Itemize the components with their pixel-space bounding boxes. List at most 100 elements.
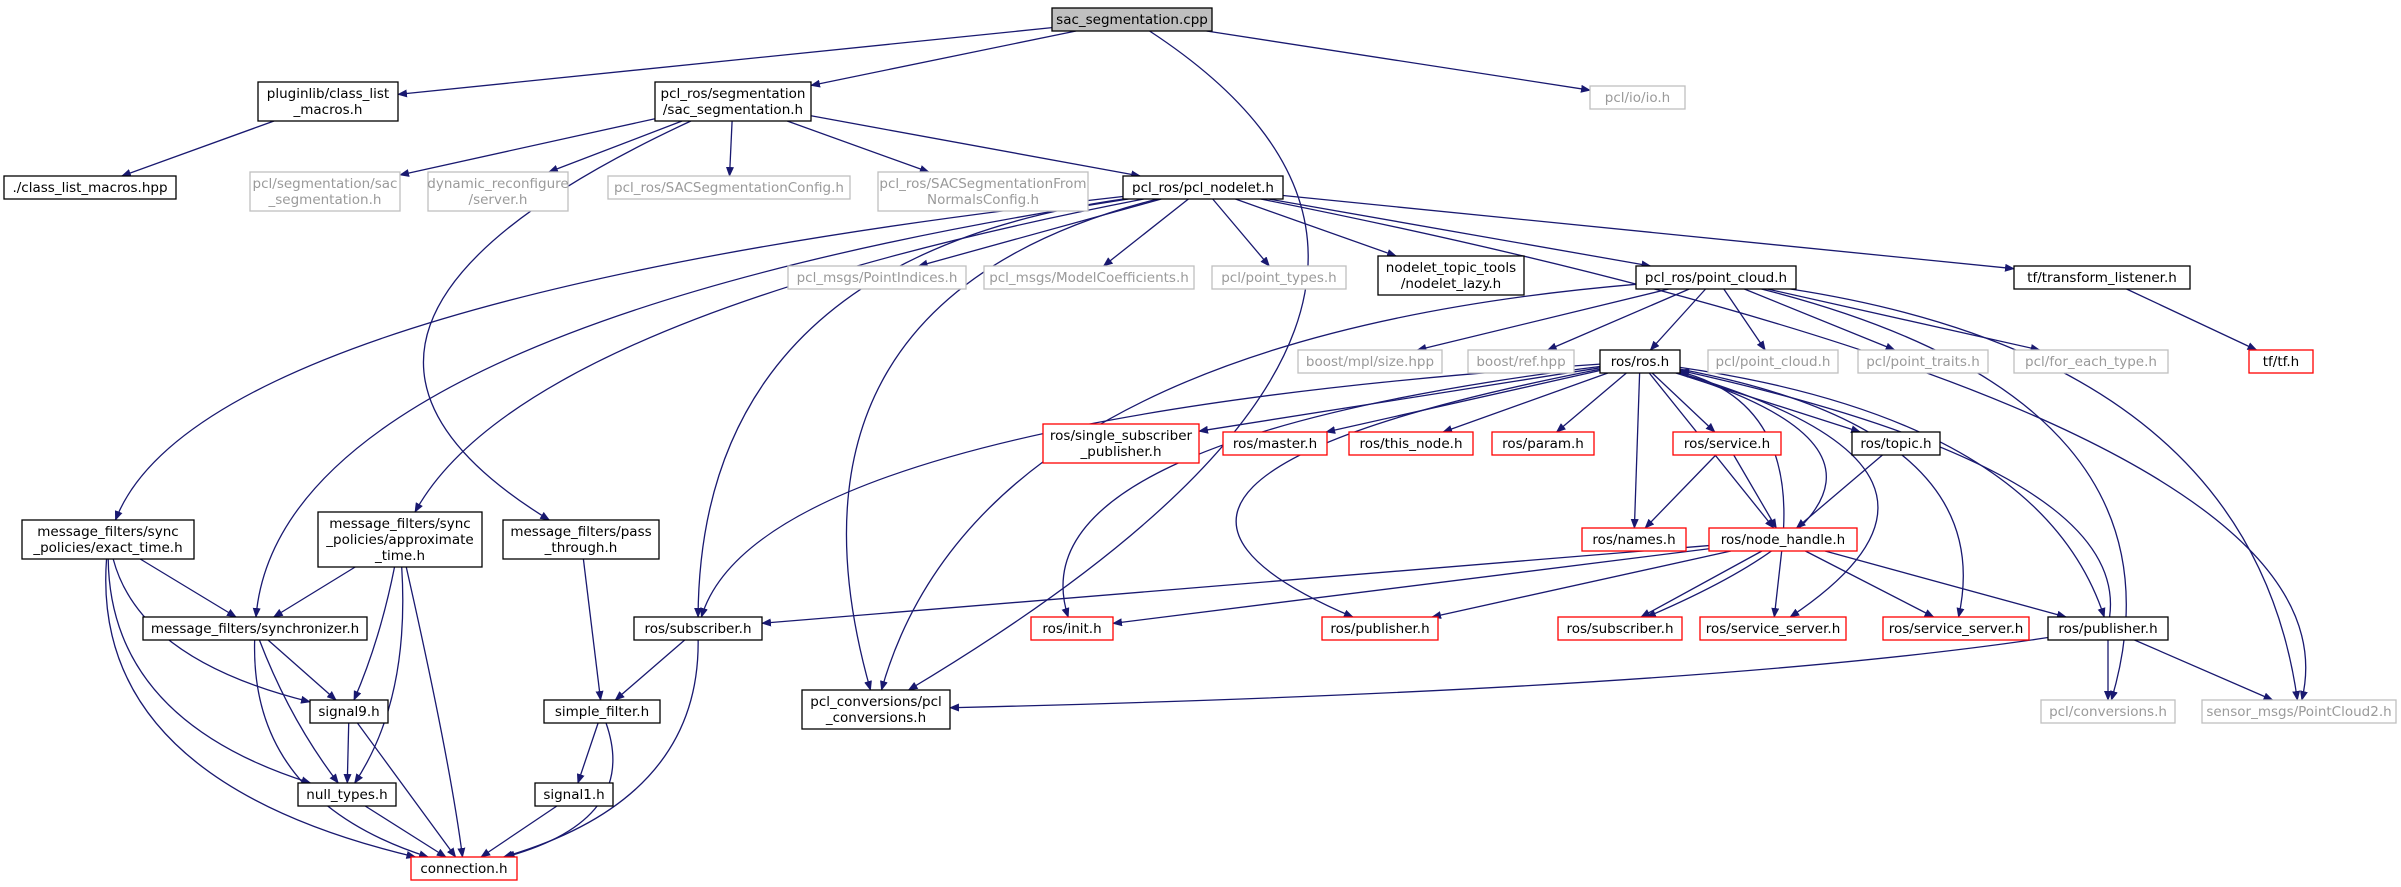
node-tf-h[interactable]: tf/tf.h xyxy=(2248,349,2314,374)
node-pclros-sac[interactable]: pcl_ros/segmentation/sac_segmentation.h xyxy=(654,81,812,122)
node-label: message_filters/synchronizer.h xyxy=(151,621,359,637)
edge-mf_approx-to-connection xyxy=(405,566,466,858)
node-mf-exact[interactable]: message_filters/sync_policies/exact_time… xyxy=(21,519,195,560)
node-pcl-point-traits[interactable]: pcl/point_traits.h xyxy=(1857,349,1989,374)
node-null-types[interactable]: null_types.h xyxy=(297,782,397,807)
node-box xyxy=(1707,349,1839,374)
node-connection[interactable]: connection.h xyxy=(410,856,518,881)
edge-ros_h-to-ros_param xyxy=(1555,372,1627,433)
node-box xyxy=(633,616,763,641)
node-label: _through.h xyxy=(544,540,618,556)
edge-pcl_nodelet-to-point_indices xyxy=(917,198,1162,268)
node-sac-cpp[interactable]: sac_segmentation.cpp xyxy=(1051,7,1213,32)
node-mf-sync[interactable]: message_filters/synchronizer.h xyxy=(142,616,368,641)
node-simple-filter[interactable]: simple_filter.h xyxy=(543,699,661,724)
node-label: /server.h xyxy=(469,192,528,208)
node-nodelet-lazy[interactable]: nodelet_topic_tools/nodelet_lazy.h xyxy=(1377,255,1525,296)
edge-ros_node_handle-to-ros_publisher xyxy=(1824,550,2067,619)
node-box xyxy=(1467,349,1575,374)
edge-ros_node_handle-to-ros_publisher_red xyxy=(1431,550,1732,619)
node-ros-master[interactable]: ros/master.h xyxy=(1222,431,1328,456)
node-point-types[interactable]: pcl/point_types.h xyxy=(1211,265,1347,290)
node-sac-normals[interactable]: pcl_ros/SACSegmentationFromNormalsConfig… xyxy=(877,171,1089,212)
edge-ros_node_handle-to-ros_subscriber xyxy=(761,544,1710,627)
edge-mf_exact-to-mf_sync xyxy=(139,558,237,618)
node-box xyxy=(1882,616,2030,641)
edge-ros_service-to-ros_node_handle xyxy=(1733,454,1777,529)
node-sac-config[interactable]: pcl_ros/SACSegmentationConfig.h xyxy=(607,175,851,200)
node-dyn-reconf[interactable]: dynamic_reconfigure/server.h xyxy=(427,171,569,212)
node-label: boost/ref.hpp xyxy=(1476,354,1565,370)
node-label: ros/service_server.h xyxy=(1706,621,1841,637)
node-label: pluginlib/class_list xyxy=(267,86,389,102)
node-sensor-pc2[interactable]: sensor_msgs/PointCloud2.h xyxy=(2201,699,2397,724)
node-ros-service-server-a[interactable]: ros/service_server.h xyxy=(1699,616,1847,641)
node-ros-h[interactable]: ros/ros.h xyxy=(1599,349,1681,374)
node-label: pcl/io/io.h xyxy=(1605,90,1670,106)
node-box xyxy=(1211,265,1347,290)
edge-ros_service-to-ros_names xyxy=(1644,454,1717,529)
node-ros-init[interactable]: ros/init.h xyxy=(1030,616,1114,641)
node-ros-this-node[interactable]: ros/this_node.h xyxy=(1348,431,1474,456)
node-label: pcl_ros/pcl_nodelet.h xyxy=(1132,180,1274,196)
edge-pcl_nodelet-to-nodelet_lazy xyxy=(1235,198,1397,257)
node-mf-approx[interactable]: message_filters/sync_policies/approximat… xyxy=(317,511,483,568)
node-signal9[interactable]: signal9.h xyxy=(309,699,389,724)
node-label: pcl/point_traits.h xyxy=(1866,354,1980,370)
node-ros-service[interactable]: ros/service.h xyxy=(1672,431,1782,456)
node-box xyxy=(1851,431,1941,456)
node-label: /sac_segmentation.h xyxy=(663,102,803,118)
node-pluginlib[interactable]: pluginlib/class_list_macros.h xyxy=(257,81,399,122)
node-box xyxy=(877,171,1089,212)
node-ros-param[interactable]: ros/param.h xyxy=(1491,431,1595,456)
node-box xyxy=(1708,527,1858,552)
node-label: nodelet_topic_tools xyxy=(1386,260,1516,276)
node-box xyxy=(787,265,967,290)
node-pcl-nodelet[interactable]: pcl_ros/pcl_nodelet.h xyxy=(1122,175,1284,200)
node-label: ros/master.h xyxy=(1233,436,1317,452)
edge-sac_cpp-to-pclros_sac xyxy=(810,30,1077,88)
node-ros-node-handle[interactable]: ros/node_handle.h xyxy=(1708,527,1858,552)
node-pcl-io[interactable]: pcl/io/io.h xyxy=(1589,85,1686,110)
node-label: signal9.h xyxy=(318,704,379,720)
node-tf-listener[interactable]: tf/transform_listener.h xyxy=(2013,265,2191,290)
node-label: simple_filter.h xyxy=(555,704,649,720)
node-pcl-seg-sac[interactable]: pcl/segmentation/sac_segmentation.h xyxy=(249,171,401,212)
node-ros-subscriber-red[interactable]: ros/subscriber.h xyxy=(1557,616,1683,641)
edge-ros_h-to-ros_subscriber xyxy=(700,363,1601,618)
edge-mf_exact-to-connection xyxy=(105,558,417,859)
node-ros-subscriber[interactable]: ros/subscriber.h xyxy=(633,616,763,641)
node-model-coeff[interactable]: pcl_msgs/ModelCoefficients.h xyxy=(983,265,1195,290)
node-pcl-for-each[interactable]: pcl/for_each_type.h xyxy=(2013,349,2169,374)
node-label: ros/service.h xyxy=(1684,436,1770,452)
edge-ros_h-to-single_sub xyxy=(1198,367,1601,434)
node-box xyxy=(1491,431,1595,456)
node-single-sub[interactable]: ros/single_subscriber_publisher.h xyxy=(1042,423,1200,464)
node-box xyxy=(1857,349,1989,374)
node-ros-names[interactable]: ros/names.h xyxy=(1581,527,1687,552)
node-classlist-hpp[interactable]: ./class_list_macros.hpp xyxy=(3,175,177,200)
node-mf-pass[interactable]: message_filters/pass_through.h xyxy=(502,519,660,560)
edge-ros_publisher-to-pcl_conv_pcl xyxy=(949,636,2049,712)
node-point-cloud-ros[interactable]: pcl_ros/point_cloud.h xyxy=(1635,265,1797,290)
edge-sac_cpp-to-pcl_conv_pcl xyxy=(907,30,1309,691)
node-boost-mpl[interactable]: boost/mpl/size.hpp xyxy=(1297,349,1443,374)
node-label: _policies/exact_time.h xyxy=(32,540,182,556)
node-label: pcl/segmentation/sac xyxy=(253,176,398,192)
node-label: /nodelet_lazy.h xyxy=(1401,276,1501,292)
node-boost-ref[interactable]: boost/ref.hpp xyxy=(1467,349,1575,374)
node-point-indices[interactable]: pcl_msgs/PointIndices.h xyxy=(787,265,967,290)
node-label: _macros.h xyxy=(293,102,363,118)
node-signal1[interactable]: signal1.h xyxy=(534,782,614,807)
node-ros-topic[interactable]: ros/topic.h xyxy=(1851,431,1941,456)
node-pcl-conv-pcl[interactable]: pcl_conversions/pcl_conversions.h xyxy=(801,689,951,730)
node-label: NormalsConfig.h xyxy=(927,192,1039,208)
node-ros-service-server-b[interactable]: ros/service_server.h xyxy=(1882,616,2030,641)
node-label: tf/tf.h xyxy=(2263,354,2300,370)
node-pcl-point-cloud[interactable]: pcl/point_cloud.h xyxy=(1707,349,1839,374)
node-label: message_filters/sync xyxy=(329,516,470,532)
edge-ros_h-to-ros_subscriber_red xyxy=(1645,372,1827,618)
node-ros-publisher[interactable]: ros/publisher.h xyxy=(2047,616,2169,641)
node-pcl-conversions[interactable]: pcl/conversions.h xyxy=(2040,699,2176,724)
node-ros-publisher-red[interactable]: ros/publisher.h xyxy=(1321,616,1439,641)
